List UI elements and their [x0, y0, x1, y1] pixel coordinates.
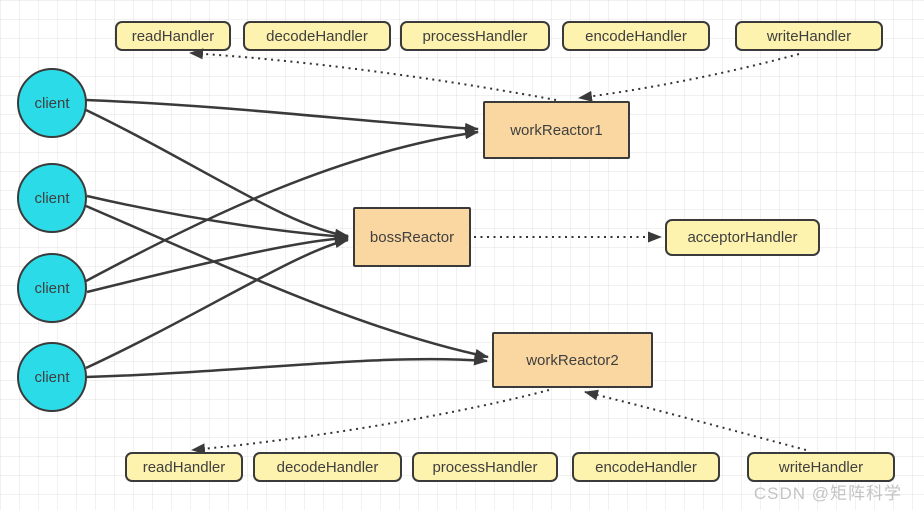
node-label: client	[34, 368, 70, 386]
node-label: readHandler	[142, 458, 226, 476]
edge-client2-bossreactor	[86, 194, 349, 242]
node-label: decodeHandler	[266, 27, 368, 45]
node-top-decode-handler: decodeHandler	[243, 21, 391, 51]
node-label: decodeHandler	[276, 458, 379, 476]
node-bottom-write-handler: writeHandler	[747, 452, 895, 482]
node-client-1: client	[17, 68, 87, 138]
node-label: workReactor2	[526, 351, 619, 369]
node-boss-reactor: bossReactor	[353, 207, 471, 267]
node-work-reactor-2: workReactor2	[492, 332, 653, 388]
node-label: writeHandler	[766, 27, 852, 45]
node-top-encode-handler: encodeHandler	[562, 21, 710, 51]
edge-workreactor1-readhandler-top	[189, 48, 557, 101]
node-label: encodeHandler	[585, 27, 687, 45]
edge-client4-workreactor2	[85, 354, 488, 379]
node-label: processHandler	[432, 458, 538, 476]
node-label: workReactor1	[510, 121, 603, 139]
node-bottom-read-handler: readHandler	[125, 452, 243, 482]
node-bottom-process-handler: processHandler	[412, 452, 558, 482]
node-top-read-handler: readHandler	[115, 21, 231, 51]
node-work-reactor-1: workReactor1	[483, 101, 630, 159]
edge-client1-bossreactor	[85, 108, 349, 240]
edge-client4-bossreactor	[85, 237, 349, 370]
node-label: encodeHandler	[595, 458, 697, 476]
edge-workreactor2-readhandler-bottom	[191, 389, 550, 455]
node-label: client	[34, 94, 70, 112]
node-client-3: client	[17, 253, 87, 323]
node-label: acceptorHandler	[687, 229, 798, 246]
node-label: client	[34, 279, 70, 297]
edge-writehandler-bottom-workreactor2	[584, 389, 807, 451]
edge-writehandler-top-workreactor1	[578, 53, 800, 102]
node-client-4: client	[17, 342, 87, 412]
node-label: writeHandler	[778, 458, 864, 476]
node-bottom-encode-handler: encodeHandler	[572, 452, 720, 482]
node-acceptor-handler: acceptorHandler	[665, 219, 820, 256]
edge-client1-workreactor1	[85, 98, 479, 134]
node-bottom-decode-handler: decodeHandler	[253, 452, 402, 482]
node-label: processHandler	[422, 27, 528, 45]
node-label: readHandler	[131, 27, 215, 45]
node-top-write-handler: writeHandler	[735, 21, 883, 51]
watermark: CSDN @矩阵科学	[753, 484, 902, 503]
node-label: client	[34, 189, 70, 207]
node-client-2: client	[17, 163, 87, 233]
node-top-process-handler: processHandler	[400, 21, 550, 51]
node-label: bossReactor	[369, 228, 455, 246]
edge-client3-bossreactor	[86, 233, 349, 294]
